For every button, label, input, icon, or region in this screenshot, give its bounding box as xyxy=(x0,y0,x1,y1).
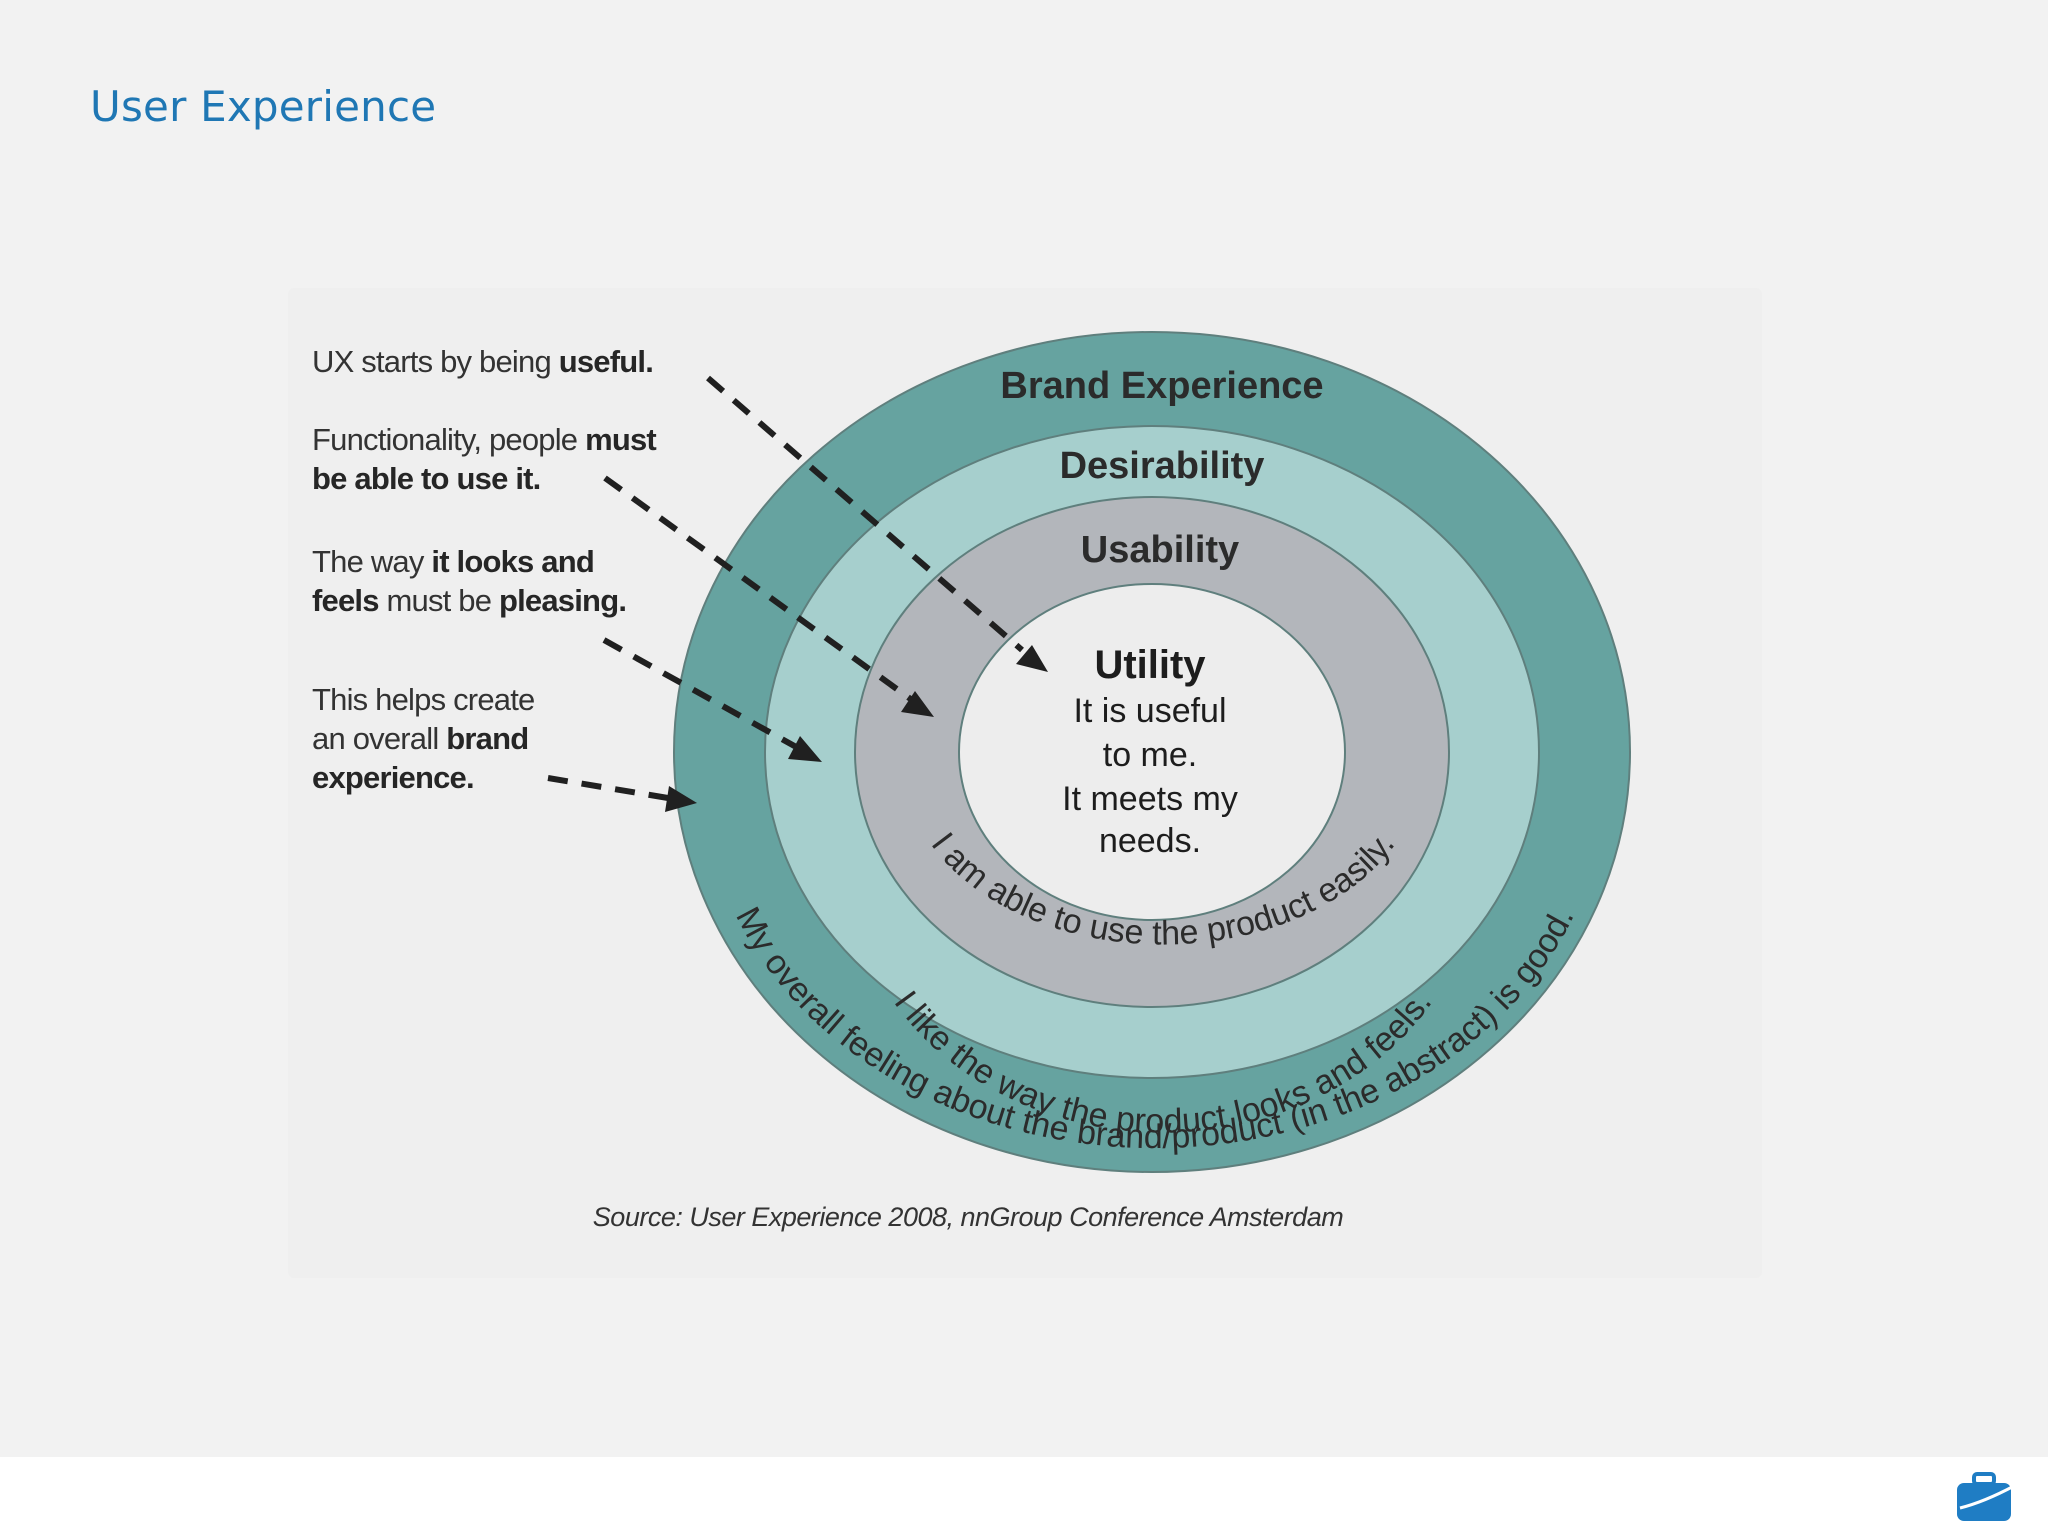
label-usable-line-2: be able to use it. xyxy=(312,461,540,496)
label-brand-line-2: an overall brand xyxy=(312,721,536,756)
label-pleasing-seg-3: feels xyxy=(312,583,379,618)
usability-title: Usability xyxy=(1081,529,1239,571)
label-useful-seg-1: UX starts by being xyxy=(312,344,559,379)
label-brand-seg-2: brand xyxy=(446,721,528,756)
utility-core xyxy=(958,583,1346,921)
briefcase-icon xyxy=(1957,1472,2015,1521)
utility-line-2: to me. xyxy=(1103,736,1197,774)
label-usable-seg-1: Functionality, people xyxy=(312,422,585,457)
slide-title: User Experience xyxy=(90,82,437,131)
label-usable: Functionality, people must be able to us… xyxy=(312,422,664,496)
label-brand-seg-1: an overall xyxy=(312,721,446,756)
briefcase-body xyxy=(1957,1483,2011,1521)
briefcase-handle xyxy=(1972,1472,1996,1486)
utility-title: Utility xyxy=(1094,643,1206,687)
arrow-pleasing-line xyxy=(602,637,800,751)
utility-line-4: needs. xyxy=(1099,822,1201,860)
label-pleasing-seg-1: The way xyxy=(312,544,431,579)
label-pleasing-seg-5: pleasing. xyxy=(499,583,626,618)
arrow-usable-line xyxy=(603,475,914,703)
source-caption: Source: User Experience 2008, nnGroup Co… xyxy=(593,1202,1343,1232)
label-useful: UX starts by being useful. xyxy=(312,344,653,379)
label-pleasing-seg-2: it looks and xyxy=(431,544,594,579)
utility-line-3: It meets my xyxy=(1062,780,1238,818)
label-usable-seg-2: must xyxy=(585,422,656,457)
label-useful-seg-2: useful. xyxy=(559,344,653,379)
label-usable-line-1: Functionality, people must xyxy=(312,422,664,457)
briefcase-swoosh xyxy=(1959,1484,2015,1510)
label-useful-line-1: UX starts by being useful. xyxy=(312,344,653,379)
arrow-usable-head xyxy=(901,691,934,717)
arrow-useful-head xyxy=(1016,645,1048,672)
arrow-brand-line xyxy=(547,775,669,801)
utility-line-1: It is useful xyxy=(1073,692,1226,730)
label-pleasing-seg-4: must be xyxy=(379,583,499,618)
label-pleasing-line-1: The way it looks and xyxy=(312,544,602,579)
arrow-pleasing-head xyxy=(788,736,822,762)
arrow-brand-head xyxy=(665,786,697,812)
label-brand-line-3: experience. xyxy=(312,760,474,795)
label-pleasing-line-2: feels must be pleasing. xyxy=(312,583,626,618)
arrow-useful-line xyxy=(706,375,1024,653)
label-brand-line-1: This helps create xyxy=(312,682,534,717)
desirability-title: Desirability xyxy=(1060,445,1265,487)
brand-experience-title: Brand Experience xyxy=(1000,365,1323,407)
label-brand: This helps create an overall brand exper… xyxy=(312,682,542,795)
label-pleasing: The way it looks and feels must be pleas… xyxy=(312,544,626,618)
footer-bar xyxy=(0,1457,2048,1536)
